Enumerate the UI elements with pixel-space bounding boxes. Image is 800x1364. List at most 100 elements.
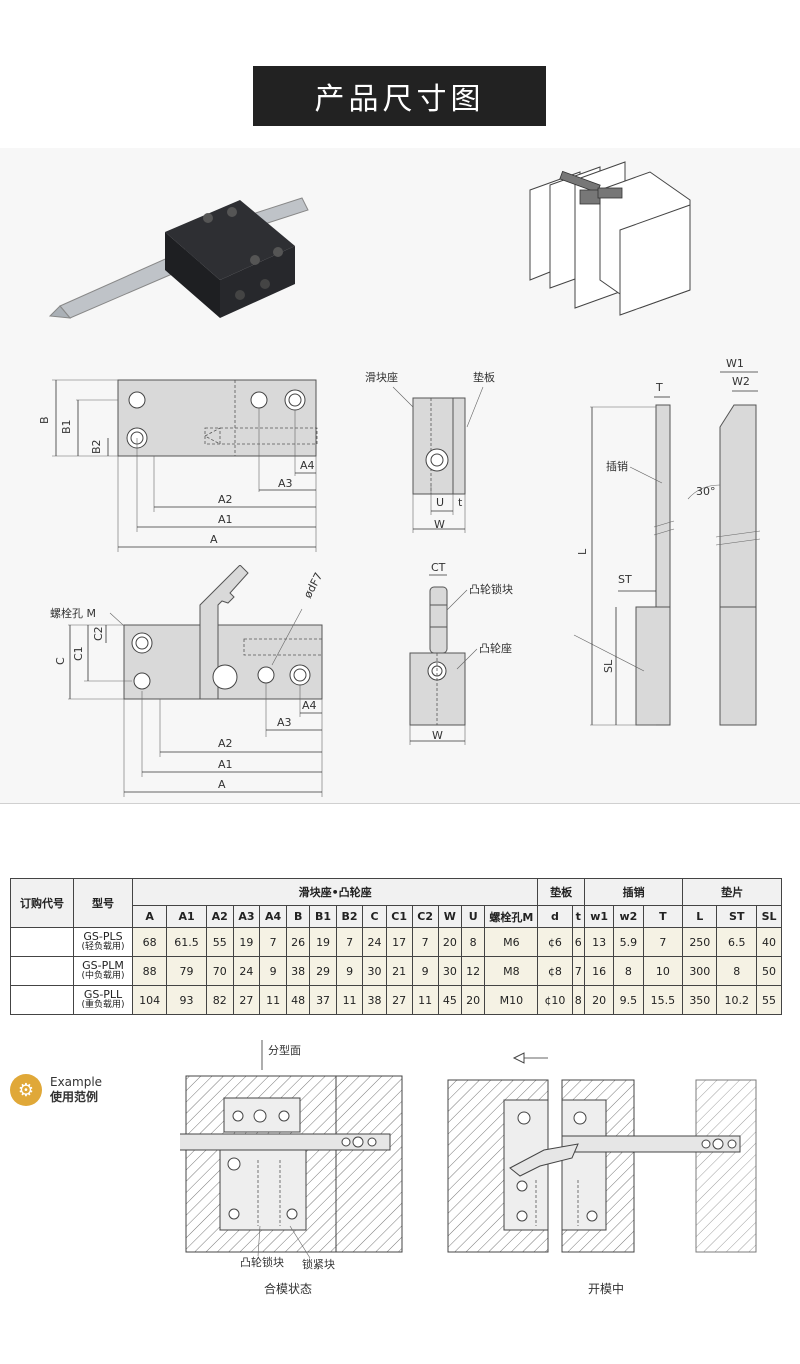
dim-label: W1 — [726, 357, 744, 370]
dim-label: A1 — [218, 758, 233, 771]
column-header: C2 — [411, 905, 439, 928]
column-header: w1 — [583, 905, 615, 928]
value-cell: 55 — [205, 927, 234, 957]
value-cell: 16 — [583, 956, 615, 986]
caption-open-state: 开模中 — [588, 1282, 625, 1296]
mold-installation-illustration — [529, 161, 691, 316]
dim-label: U — [436, 496, 444, 509]
label-parting-plane: 分型面 — [268, 1043, 301, 1057]
value-cell: 7 — [335, 927, 364, 957]
value-cell: 27 — [385, 985, 413, 1015]
model-cell: GS-PLL(重负载用) — [73, 985, 133, 1015]
value-cell: 61.5 — [166, 927, 207, 957]
value-cell: 48 — [285, 985, 311, 1015]
value-cell: 9.5 — [613, 985, 644, 1015]
value-cell: 350 — [682, 985, 718, 1015]
model-cell: GS-PLM(中负载用) — [73, 956, 133, 986]
value-cell: 20 — [460, 985, 486, 1015]
value-cell: 11 — [411, 985, 439, 1015]
value-cell: 11 — [259, 985, 287, 1015]
value-cell: ¢6 — [537, 927, 573, 957]
value-cell: 29 — [309, 956, 337, 986]
value-cell: 10.2 — [716, 985, 758, 1015]
value-cell: 20 — [437, 927, 463, 957]
model-name: GS-PLL — [83, 988, 123, 1001]
dim-label: A2 — [218, 493, 233, 506]
dim-label: C2 — [92, 626, 105, 641]
value-cell: 30 — [437, 956, 463, 986]
value-cell: 24 — [232, 956, 261, 986]
value-cell: 13 — [583, 927, 615, 957]
usage-diagram-closed: 分型面 凸轮锁块 锁紧块 — [180, 1040, 403, 1271]
page-title: 产品尺寸图 — [253, 66, 546, 126]
model-load-class: (重负载用) — [81, 1000, 125, 1010]
dim-label: A2 — [218, 737, 233, 750]
column-header: U — [460, 905, 486, 928]
value-cell: ¢8 — [537, 956, 573, 986]
label-bolt-hole: 螺栓孔 M — [50, 606, 96, 620]
value-cell: 5.9 — [613, 927, 644, 957]
dim-label: A3 — [277, 716, 292, 729]
value-cell: 19 — [232, 927, 261, 957]
dim-label: 30° — [696, 485, 716, 498]
value-cell: 9 — [411, 956, 439, 986]
model-name: GS-PLM — [82, 959, 124, 972]
column-header: T — [642, 905, 684, 928]
value-cell: 26 — [285, 927, 311, 957]
value-cell: 7 — [571, 956, 586, 986]
value-cell: 50 — [756, 956, 782, 986]
dim-label: C — [54, 657, 67, 665]
usage-diagram-open — [447, 1052, 757, 1253]
dim-label: B — [40, 416, 51, 424]
value-cell: 8 — [613, 956, 644, 986]
column-header: B — [285, 905, 311, 928]
dim-label: SL — [602, 659, 615, 673]
gear-icon: ⚙ — [10, 1074, 42, 1106]
column-header: B1 — [309, 905, 337, 928]
value-cell: 20 — [583, 985, 615, 1015]
value-cell: 93 — [166, 985, 207, 1015]
value-cell: 88 — [131, 956, 168, 986]
dim-label: A1 — [218, 513, 233, 526]
example-cn: 使用范例 — [50, 1090, 99, 1104]
value-cell: 15.5 — [642, 985, 684, 1015]
label-cam-seat: 凸轮座 — [479, 641, 512, 655]
value-cell: M8 — [484, 956, 539, 986]
header-model: 型号 — [73, 878, 133, 928]
spacer — [0, 804, 800, 856]
label-lock-block: 锁紧块 — [302, 1257, 335, 1271]
label-slider-seat: 滑块座 — [365, 370, 398, 384]
value-cell: 6.5 — [716, 927, 758, 957]
label-cam-block: 凸轮锁块 — [240, 1255, 284, 1269]
dim-label: A4 — [302, 699, 317, 712]
column-header: SL — [756, 905, 782, 928]
column-header: A4 — [259, 905, 287, 928]
column-header: w2 — [613, 905, 644, 928]
value-cell: 21 — [385, 956, 413, 986]
value-cell: 11 — [335, 985, 364, 1015]
dim-label: A — [218, 778, 226, 791]
model-cell: GS-PLS(轻负载用) — [73, 927, 133, 957]
value-cell: 17 — [385, 927, 413, 957]
dim-label: W — [432, 729, 443, 742]
value-cell: M6 — [484, 927, 539, 957]
drawing-side-views: 滑块座 垫板 U t W CT 凸轮锁块 凸轮座 W — [365, 370, 513, 745]
value-cell: 38 — [285, 956, 311, 986]
value-cell: 79 — [166, 956, 207, 986]
value-cell: 250 — [682, 927, 718, 957]
column-header: A3 — [232, 905, 261, 928]
model-load-class: (轻负载用) — [81, 942, 125, 952]
header-group-pin: 插销 — [583, 878, 684, 906]
dim-label: W2 — [732, 375, 750, 388]
label-backing-plate: 垫板 — [473, 370, 495, 384]
value-cell: 55 — [756, 985, 782, 1015]
value-cell: 40 — [756, 927, 782, 957]
column-header: d — [537, 905, 573, 928]
dim-label: W — [434, 518, 445, 531]
value-cell: 38 — [362, 985, 387, 1015]
order-code-cell — [10, 956, 74, 986]
value-cell: 24 — [362, 927, 387, 957]
